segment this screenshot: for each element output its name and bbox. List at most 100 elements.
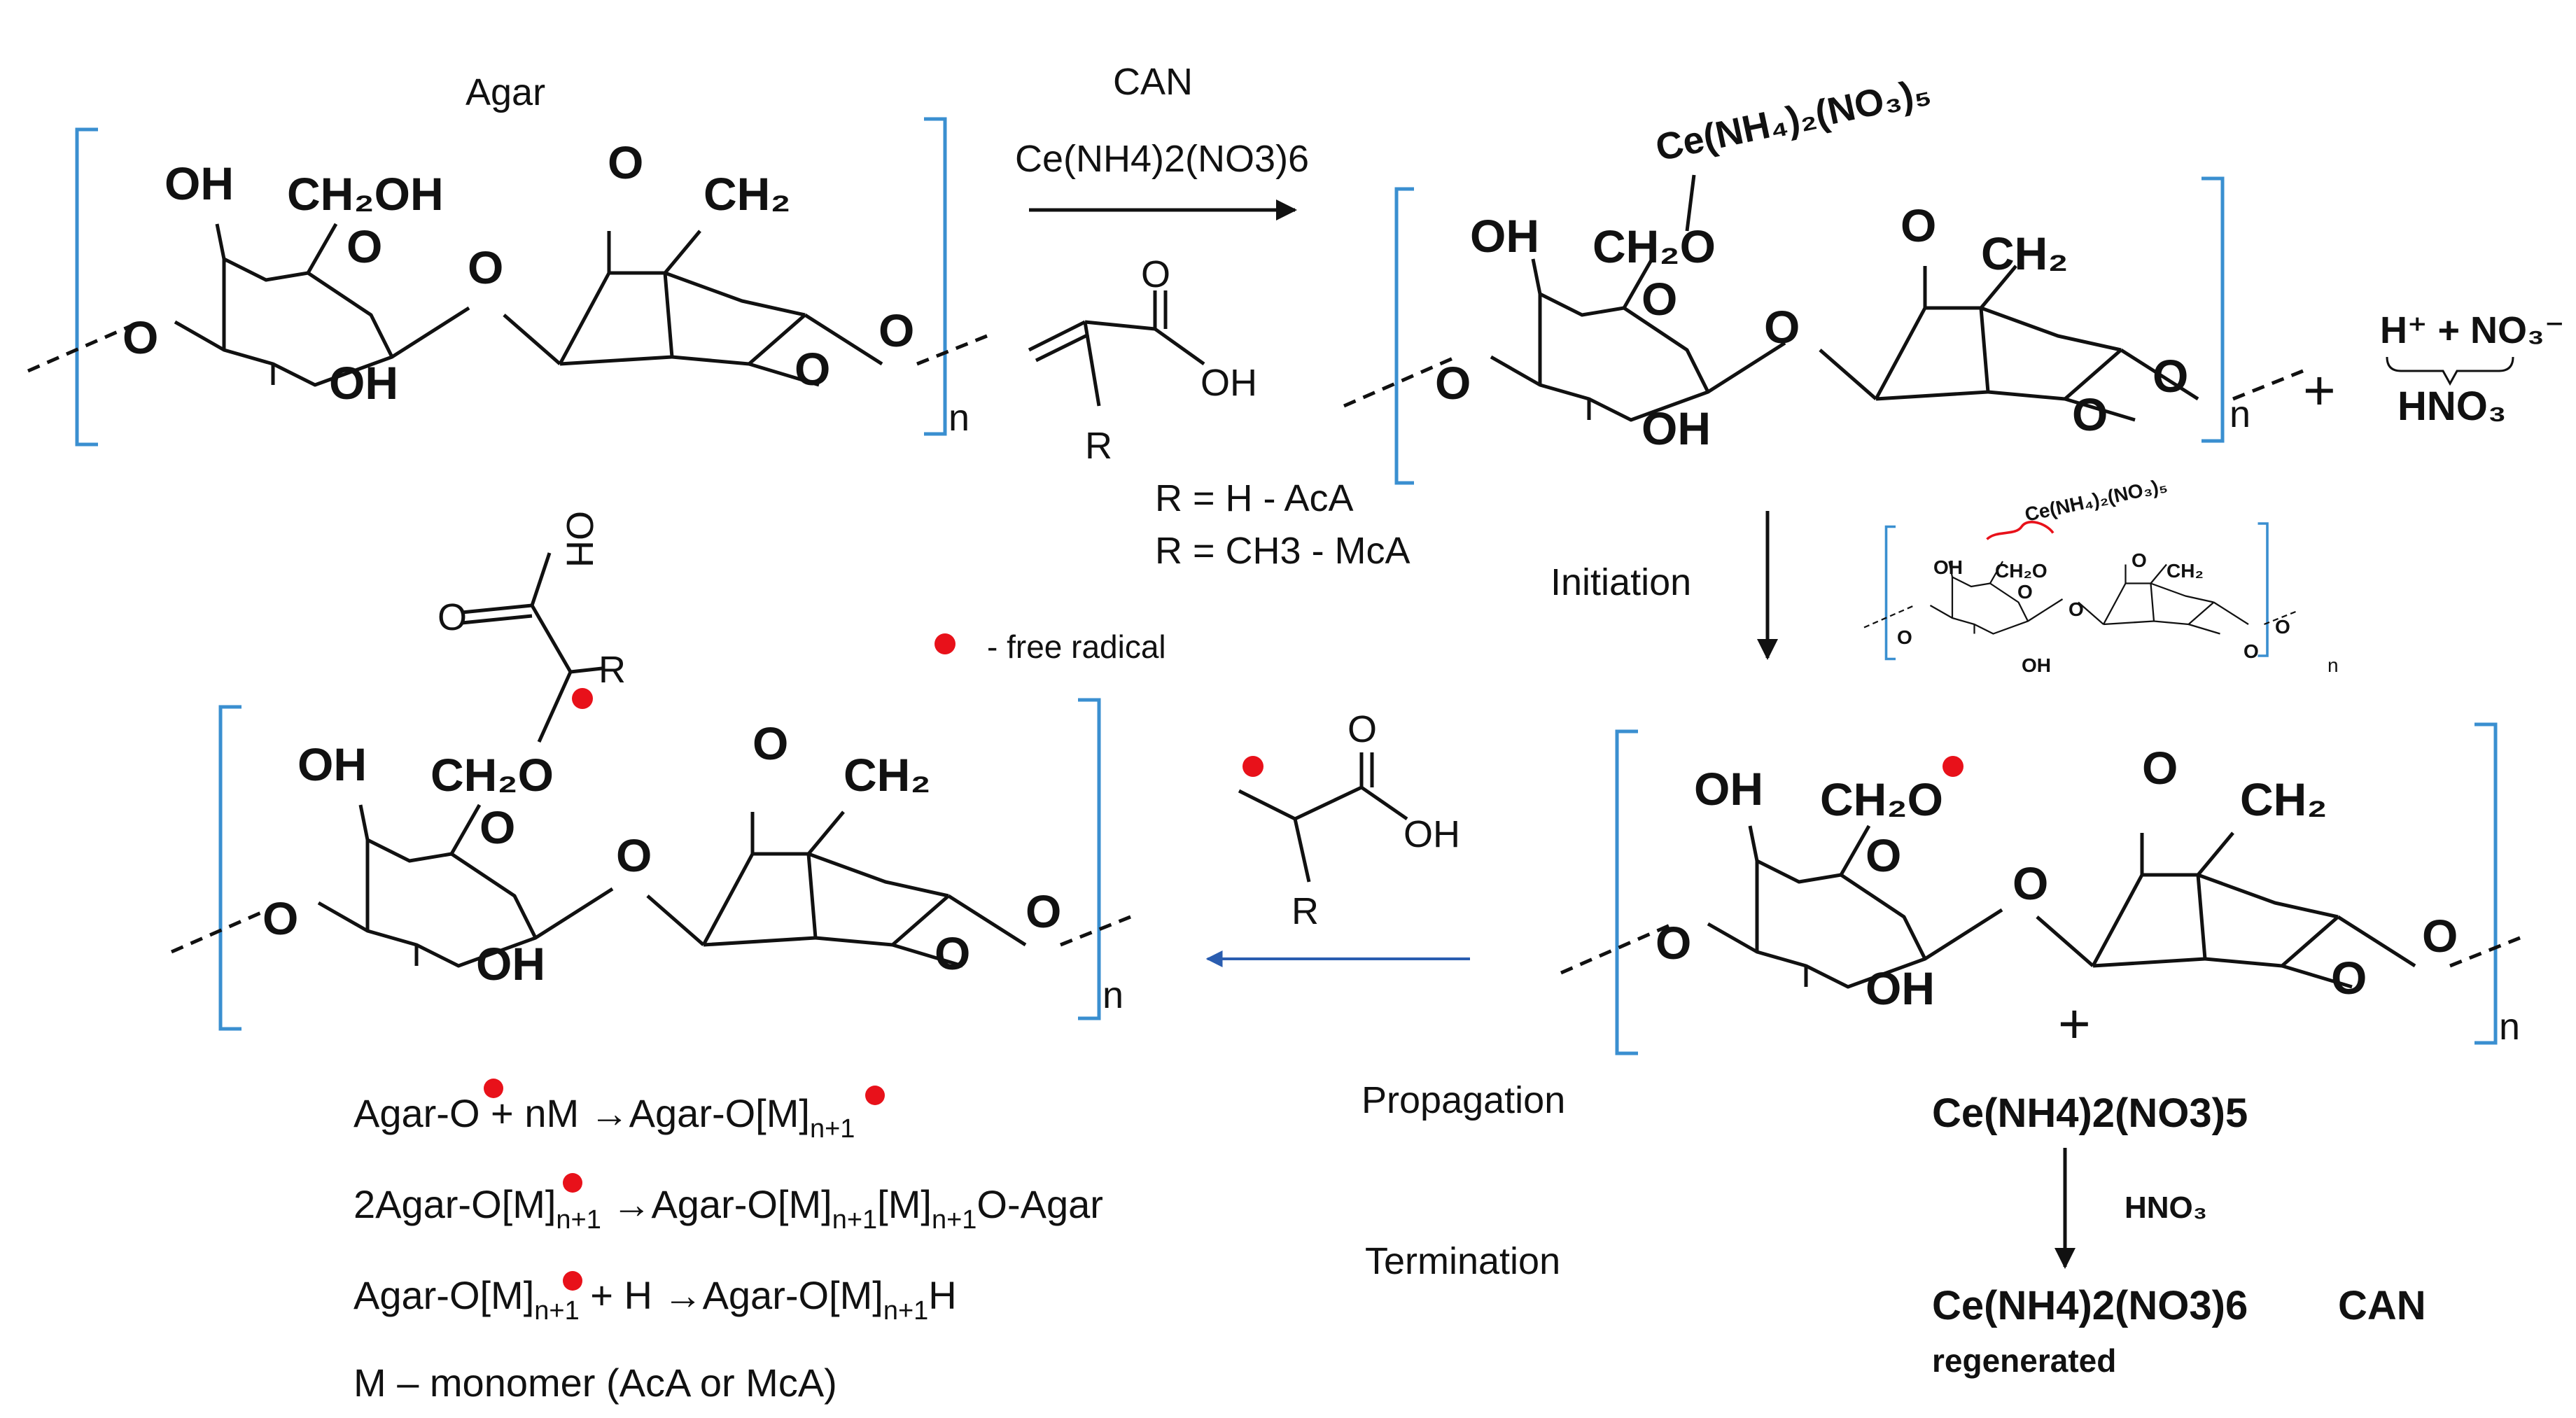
svg-text:+: +: [2058, 992, 2091, 1055]
repeat-n: n: [2230, 393, 2250, 435]
svg-text:CH₂: CH₂: [2240, 773, 2328, 825]
svg-text:OH: OH: [2022, 654, 2051, 676]
ce-complex-5: Ce(NH4)2(NO3)5: [1932, 1090, 2248, 1136]
equations: Agar-O + nM →Agar-O[M]n+1 2Agar-O[M]n+1 …: [354, 1079, 1103, 1405]
hno3-regen: HNO₃: [2124, 1191, 2207, 1225]
svg-text:O: O: [1897, 626, 1912, 648]
plus-sign: +: [2303, 359, 2336, 421]
svg-text:OH: OH: [1694, 763, 1763, 815]
svg-text:O: O: [2331, 952, 2367, 1004]
svg-text:CH₂: CH₂: [2166, 560, 2204, 582]
svg-text:CH₂: CH₂: [844, 749, 931, 801]
svg-text:O: O: [1435, 357, 1471, 409]
ions: H⁺ + NO₃⁻: [2380, 309, 2565, 351]
can-label: CAN: [1113, 61, 1193, 103]
svg-text:O: O: [1900, 199, 1936, 251]
initiation-step: Initiation Ce(NH₄)₂(NO₃)₅ OH CH₂O O O OH…: [1550, 474, 2339, 676]
byproduct: + H⁺ + NO₃⁻ HNO₃: [2303, 309, 2565, 429]
regeneration: + Ce(NH4)2(NO3)5 HNO₃ Ce(NH4)2(NO3)6 CAN…: [1932, 992, 2426, 1379]
svg-text:O: O: [2072, 388, 2108, 440]
svg-text:CH₂: CH₂: [1981, 227, 2068, 279]
agar-radical: OH CH₂O O O OH O O CH₂ O O n: [1561, 722, 2520, 1055]
repeat-n: n: [1102, 974, 1124, 1016]
svg-text:R: R: [1292, 890, 1319, 932]
svg-text:O: O: [2068, 598, 2084, 620]
acid-o: O: [1141, 253, 1170, 295]
acrylic-acid: [1028, 290, 1205, 407]
svg-text:OH: OH: [298, 738, 367, 790]
svg-text:O: O: [1348, 708, 1377, 750]
can-regen: CAN: [2338, 1283, 2426, 1328]
atom-oh: OH: [329, 357, 398, 409]
atom-o: O: [878, 304, 914, 356]
svg-text:CH₂O: CH₂O: [430, 749, 554, 801]
svg-text:O: O: [616, 829, 652, 881]
radical-monomer: O OH R: [1205, 708, 1470, 967]
svg-text:O: O: [1026, 885, 1061, 937]
svg-text:CH₂O: CH₂O: [1995, 560, 2047, 582]
atom-o: O: [608, 136, 643, 188]
svg-text:O: O: [1865, 829, 1901, 881]
svg-text:O: O: [2132, 549, 2147, 571]
svg-text:OH: OH: [1470, 210, 1539, 262]
scission-diagram: [1863, 521, 2297, 661]
monomer-definition: M – monomer (AcA or McA): [354, 1361, 837, 1405]
atom-o: O: [794, 343, 830, 395]
equation-2: 2Agar-O[M]n+1 →Agar-O[M]n+1[M]n+1O-Agar: [354, 1182, 1103, 1235]
atom-ch2oh: CH₂OH: [287, 168, 444, 220]
atom-o: O: [346, 220, 382, 272]
svg-text:O: O: [934, 927, 970, 979]
r-h: R = H - AcA: [1155, 477, 1354, 519]
termination-label: Termination: [1365, 1240, 1560, 1282]
repeat-n: n: [2499, 1006, 2520, 1048]
cerium-complex: Ce(NH₄)₂(NO₃)₅: [1652, 70, 1934, 169]
svg-text:OH: OH: [559, 511, 601, 568]
agar-bonds: [28, 224, 987, 385]
r-ch3: R = CH3 - McA: [1155, 530, 1410, 572]
atom-o: O: [122, 311, 158, 363]
reagent-block: CAN Ce(NH4)2(NO3)6 O OH R R = H - AcA R …: [1015, 61, 1410, 572]
svg-text:O: O: [2012, 857, 2048, 909]
hno3-label: HNO₃: [2398, 384, 2507, 429]
svg-text:O: O: [1656, 917, 1691, 969]
svg-text:OH: OH: [1933, 556, 1963, 578]
acid-r: R: [1085, 425, 1112, 467]
agar-label: Agar: [465, 71, 545, 113]
agar-bracket-left: [75, 127, 98, 447]
svg-text:OH: OH: [476, 938, 545, 990]
ce-complex-6: Ce(NH4)2(NO3)6: [1932, 1283, 2248, 1328]
svg-text:O: O: [1642, 273, 1677, 325]
equation-1: Agar-O + nM →Agar-O[M]n+1: [354, 1091, 855, 1144]
svg-text:O: O: [752, 717, 788, 769]
svg-text:OH: OH: [1404, 813, 1460, 855]
svg-text:O: O: [2275, 616, 2290, 638]
repeat-n: n: [948, 397, 969, 439]
svg-text:OH: OH: [1865, 962, 1935, 1014]
svg-text:O: O: [2422, 910, 2458, 962]
svg-text:Ce(NH₄)₂(NO₃)₅: Ce(NH₄)₂(NO₃)₅: [2023, 474, 2169, 525]
agar-ce-complex: Ce(NH₄)₂(NO₃)₅ OH CH₂O O O OH O O CH₂ O …: [1344, 70, 2303, 485]
atom-ch2: CH₂: [704, 168, 791, 220]
equation-3: Agar-O[M]n+1 + H →Agar-O[M]n+1H: [354, 1273, 957, 1326]
initiation-label: Initiation: [1550, 561, 1691, 603]
atom-o: O: [468, 241, 503, 293]
svg-text:n: n: [2328, 654, 2339, 676]
svg-text:O: O: [479, 801, 515, 853]
svg-text:OH: OH: [1642, 402, 1711, 454]
svg-text:O: O: [2152, 350, 2188, 402]
svg-text:CH₂O: CH₂O: [1820, 773, 1943, 825]
svg-text:O: O: [2244, 640, 2259, 662]
agar-structure: Agar OH CH₂OH O O OH O O CH₂ O O n: [28, 71, 987, 447]
svg-text:O: O: [262, 892, 298, 944]
atom-oh: OH: [164, 157, 234, 209]
svg-text:R: R: [598, 649, 626, 691]
svg-text:CH₂O: CH₂O: [1592, 220, 1716, 272]
svg-text:O: O: [438, 596, 467, 638]
svg-text:O: O: [2142, 742, 2178, 794]
regenerated-label: regenerated: [1932, 1342, 2116, 1379]
legend: - free radical: [934, 629, 1166, 665]
can-formula: Ce(NH4)2(NO3)6: [1015, 138, 1309, 180]
acid-oh: OH: [1200, 362, 1257, 404]
radical-dot: [1942, 756, 1963, 777]
